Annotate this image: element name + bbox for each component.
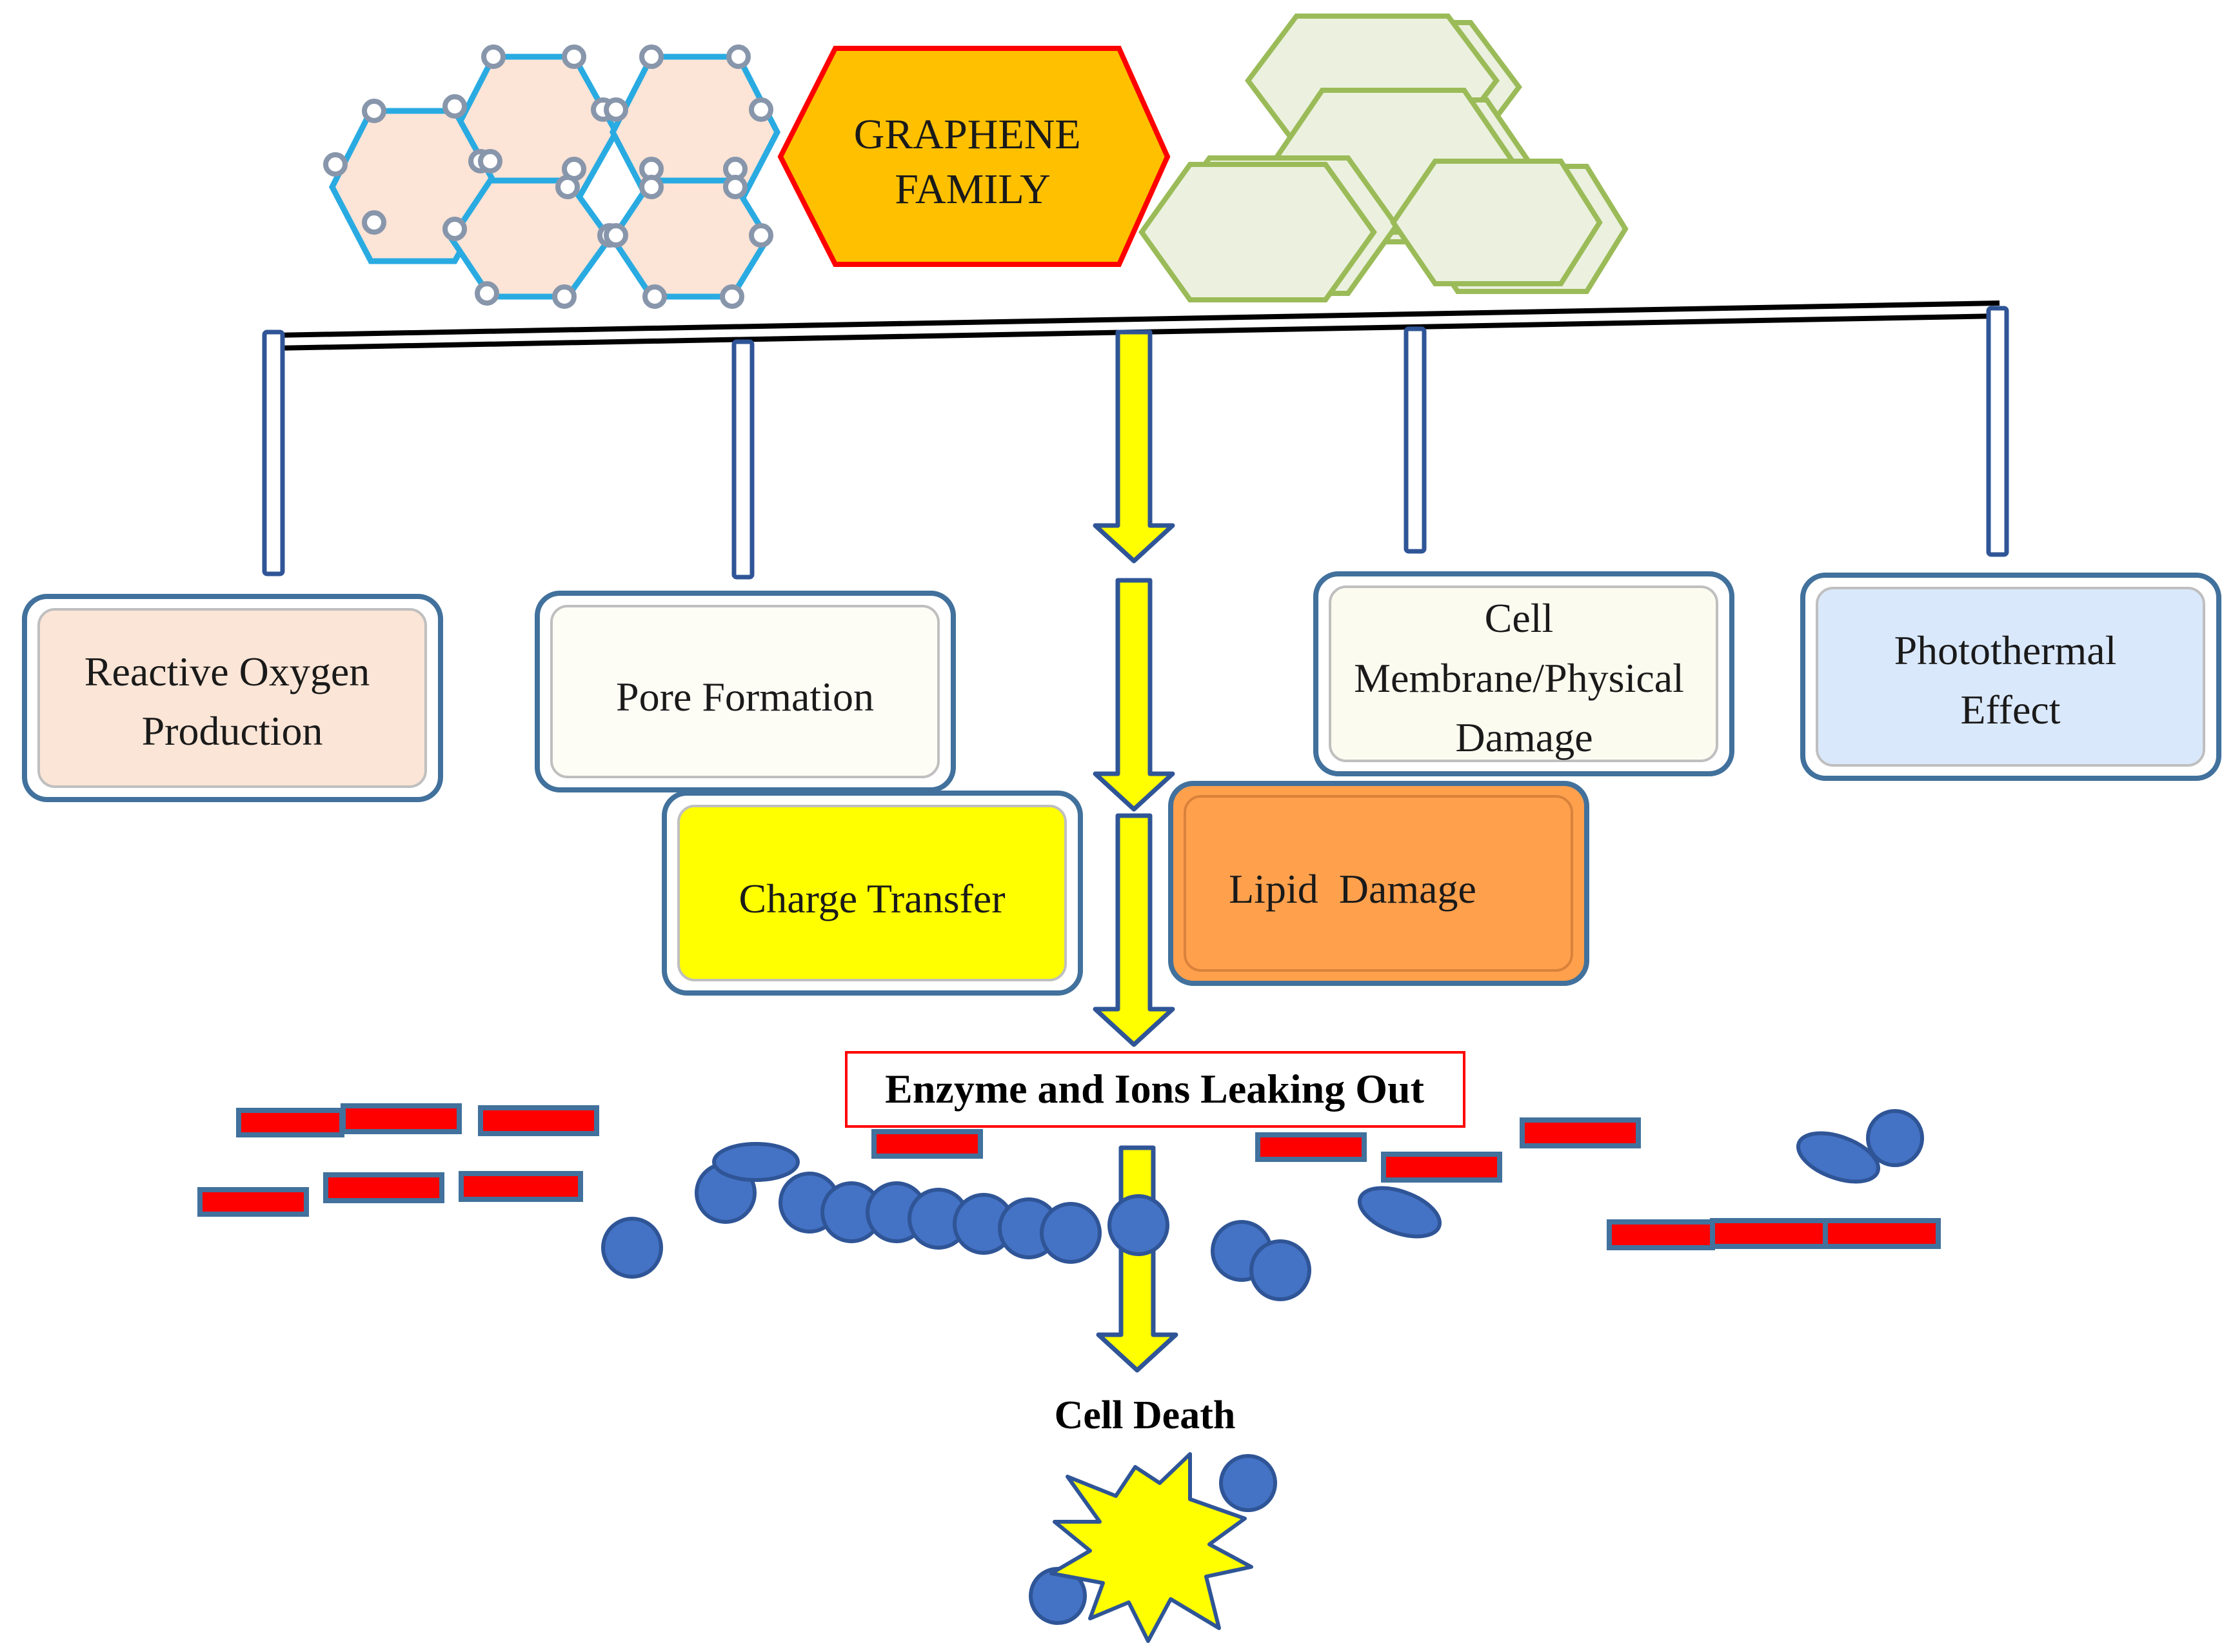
coccus [601,1217,663,1279]
lattice-hexagon [609,177,771,300]
graphene-family-label: GRAPHENE FAMILY [854,111,1092,213]
box-pore-formation-label: Pore Formation [616,674,874,720]
coccus [1040,1202,1102,1264]
rod [478,1105,599,1136]
connector-stems [262,306,2009,580]
stem-pore-formation [731,339,755,580]
sheet-hexagon [1138,162,1377,302]
coccus [1249,1239,1311,1301]
box-charge-transfer-label: Charge Transfer [739,876,1006,921]
box-reactive-oxygen: Reactive Oxygen Production [22,594,443,802]
box-photothermal: Photothermal Effect [1800,573,2221,781]
cell-death-label: Cell Death [1055,1393,1236,1437]
rod [871,1129,983,1159]
graphene-family-line-1: GRAPHENE [854,111,1081,158]
box-pore-formation: Pore Formation [535,591,956,792]
flow-arrows [1093,329,1178,1373]
rod [1381,1152,1502,1183]
lattice-nodes [323,44,773,309]
box-lipid-damage: Lipid Damage [0,0,1589,986]
rod [459,1171,583,1202]
rod [323,1172,444,1203]
box-reactive-oxygen-label: Reactive Oxygen Production [84,649,381,754]
stem-photothermal [1986,306,2009,557]
arrow-down-1 [1093,329,1175,564]
rod [236,1108,344,1137]
coccus [712,1142,800,1182]
graphene-lattice [328,54,781,300]
coccus [1796,1131,1881,1184]
rod [197,1187,309,1217]
arrow-down-4 [1096,1145,1178,1373]
coccus [1219,1454,1277,1512]
leak-label: Enzyme and Ions Leaking Out [885,1066,1424,1112]
graphene-family-node: GRAPHENE FAMILY [777,46,1171,267]
graphene-family-hexagon [777,46,1171,267]
rod [1823,1218,1941,1249]
graphene-family-line-2: FAMILY [895,166,1051,213]
box-photothermal-label: Photothermal Effect [1894,627,2127,733]
rod [1607,1219,1715,1250]
rod [1255,1132,1367,1162]
rod-bacteria [197,1103,1941,1250]
coccus [1357,1186,1442,1239]
box-charge-transfer: Charge Transfer [662,791,1083,996]
rod [1710,1218,1828,1249]
sheet-hexagon [1390,159,1603,286]
stacked-graphene-sheets [1138,14,1629,302]
box-membrane-damage-label: Cell Membrane/Physical Damage [1354,595,1694,760]
coccus [1107,1194,1169,1256]
stem-membrane-damage [1404,326,1427,554]
box-membrane-damage: Cell Membrane/Physical Damage [1313,571,1734,776]
cell-death-starburst [1049,1452,1253,1643]
arrow-down-2 [1093,578,1175,812]
lattice-hexagon [448,177,613,300]
rod [341,1103,462,1134]
stem-reactive-oxygen [262,329,285,576]
cocci-bacteria [601,1109,1924,1625]
rod [1520,1117,1641,1148]
coccus [1866,1109,1924,1167]
arrow-down-3 [1093,813,1175,1047]
leak-label-box: Enzyme and Ions Leaking Out [845,1051,1465,1128]
box-lipid-damage-label: Lipid Damage [0,0,1528,912]
